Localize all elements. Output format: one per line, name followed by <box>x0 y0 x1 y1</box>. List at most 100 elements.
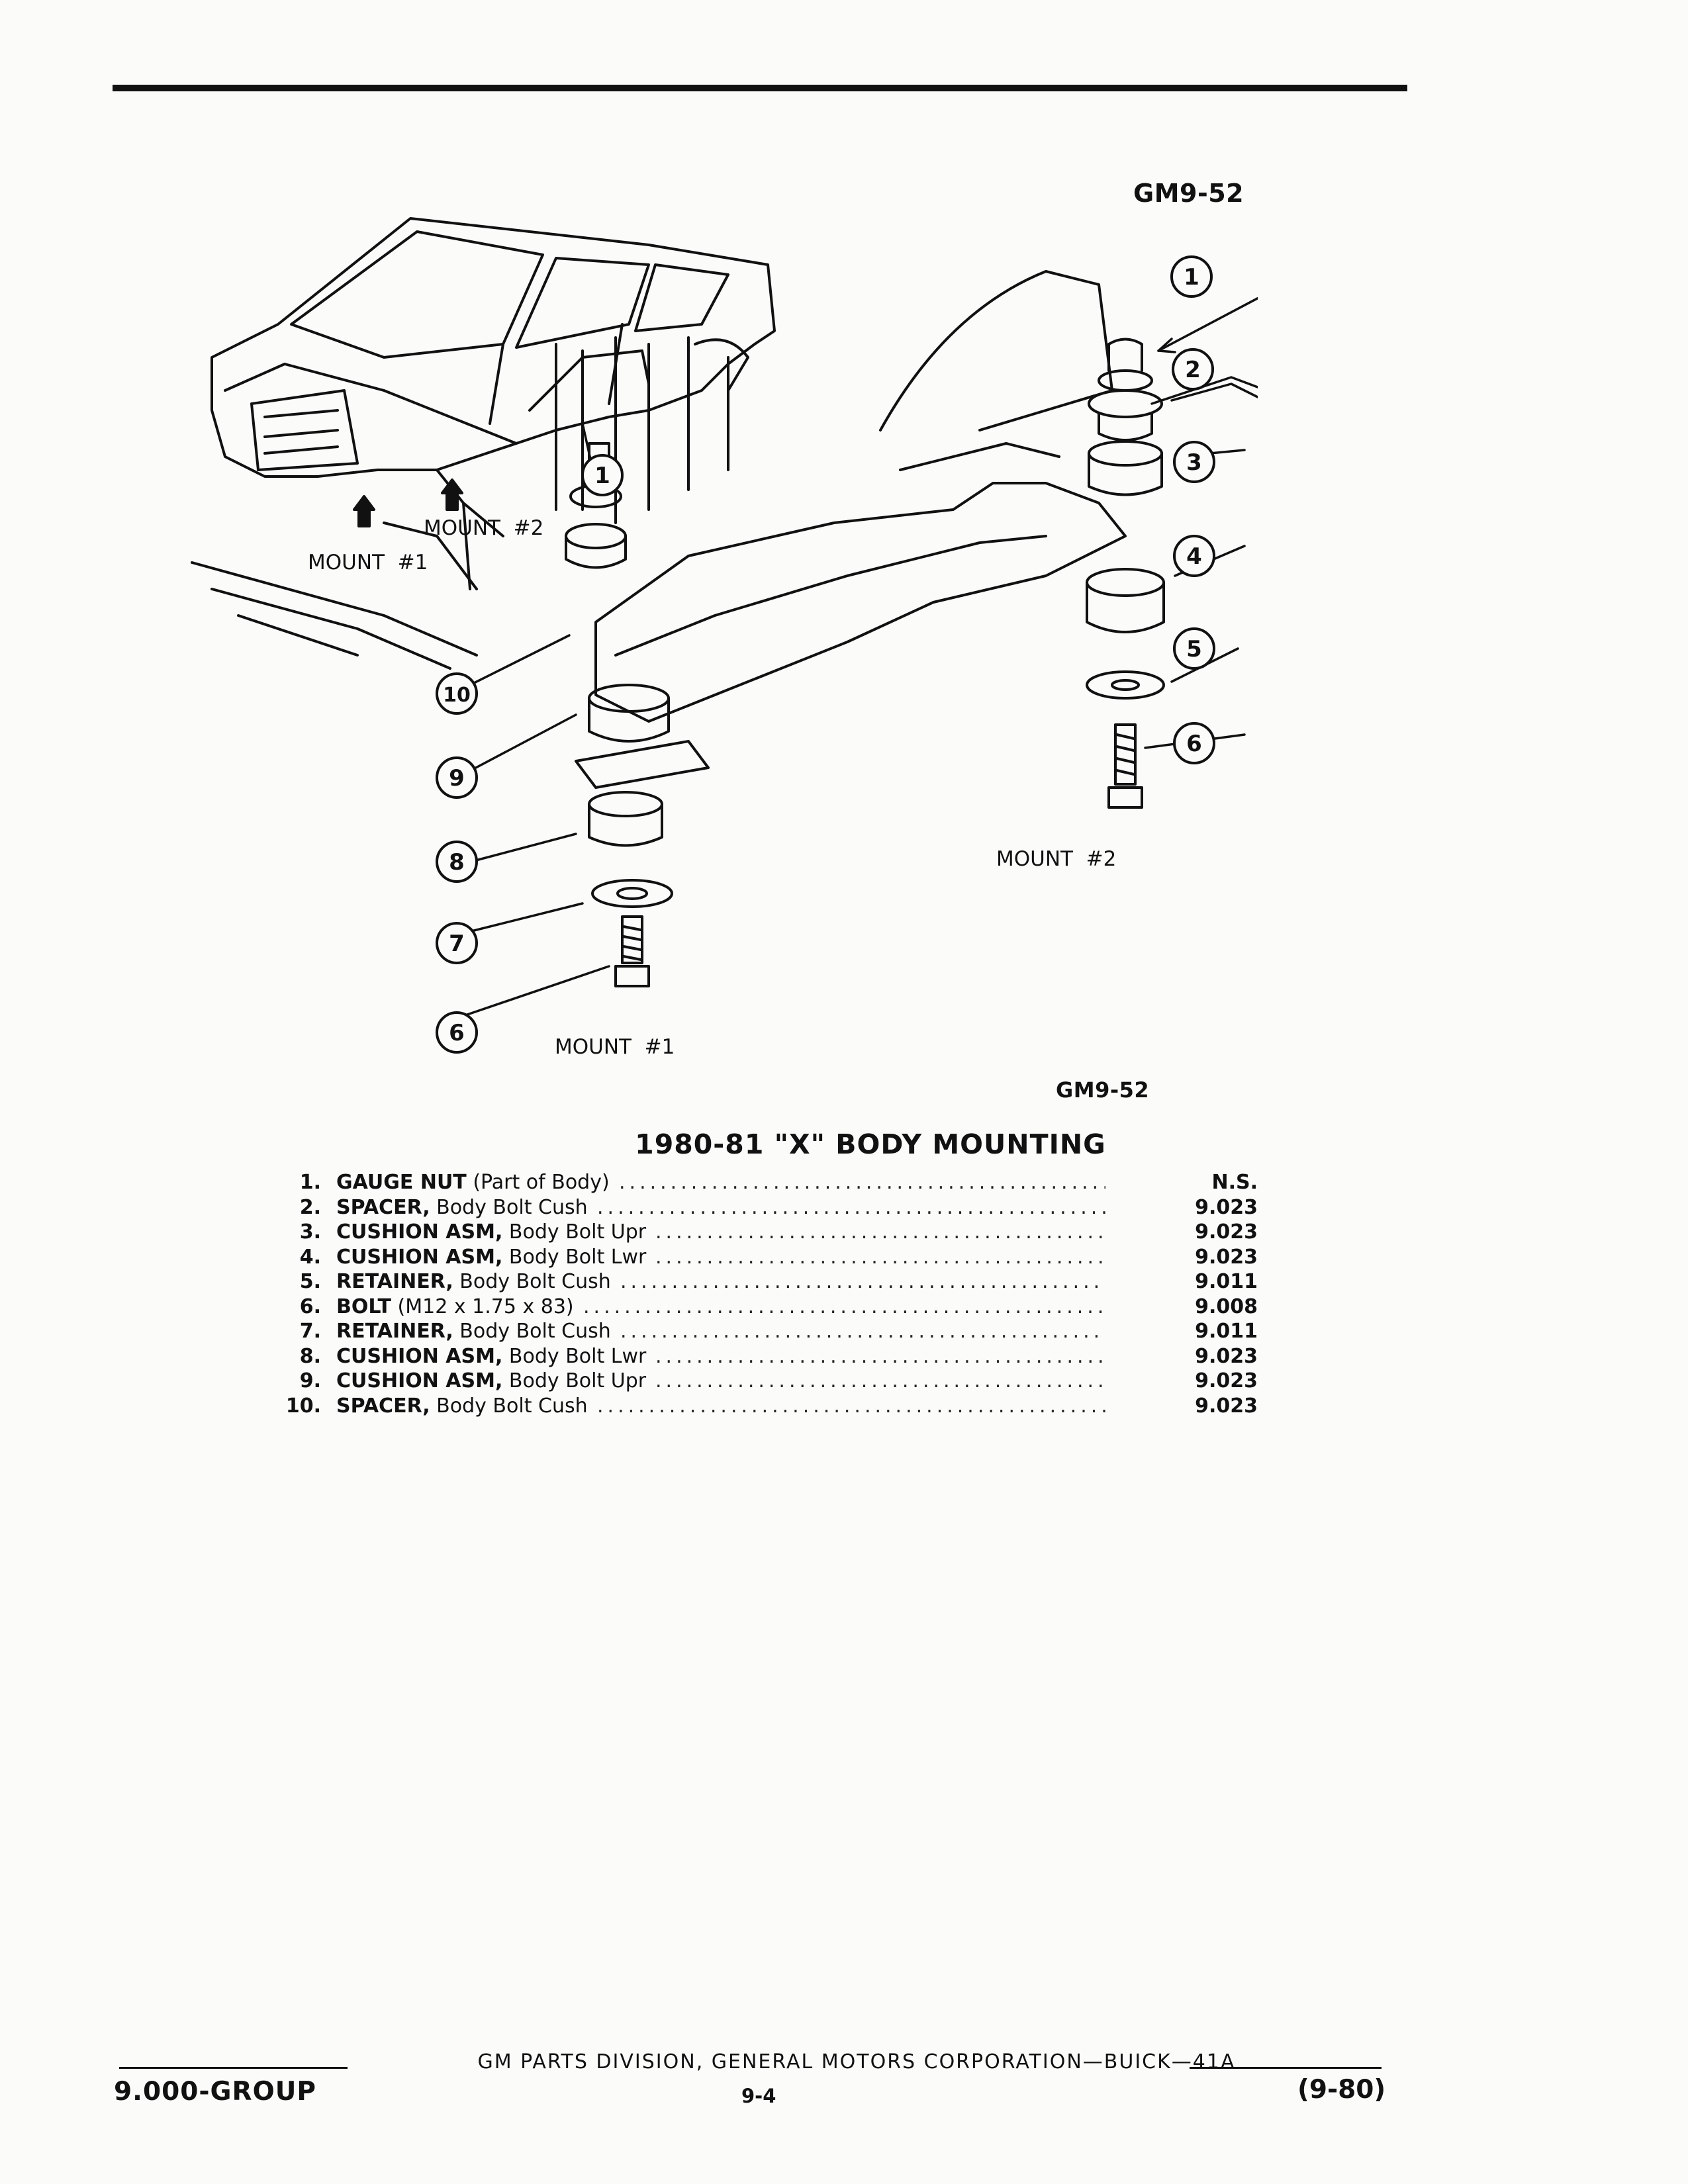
callout-left-8: 8 <box>449 849 465 876</box>
parts-list-row: 1. GAUGE NUT (Part of Body)..............… <box>278 1170 1258 1195</box>
upper-cushion-left <box>588 697 670 743</box>
leader-dots: ........................................… <box>619 1171 1105 1194</box>
parts-list-row: 7. RETAINER, Body Bolt Cush..............… <box>278 1319 1258 1344</box>
mount-1-arrow-icon <box>353 495 375 527</box>
part-name: CUSHION ASM, <box>336 1220 503 1244</box>
footer-rule-right <box>1190 2067 1382 2069</box>
footer-date: (9-80) <box>1297 2075 1386 2105</box>
part-description: RETAINER, Body Bolt Cush <box>336 1319 611 1344</box>
callouts-right <box>1170 255 1215 764</box>
part-description: RETAINER, Body Bolt Cush <box>336 1269 611 1295</box>
mount-label-top-1: MOUNT #1 <box>308 551 428 574</box>
frame-illustration <box>191 270 1127 723</box>
part-number: 9. <box>299 1369 321 1392</box>
gauge-nut-right <box>1107 338 1143 372</box>
footer-publisher: GM PARTS DIVISION, GENERAL MOTORS CORPOR… <box>477 2050 1236 2073</box>
mount-1-stack <box>565 442 710 987</box>
part-detail: Body Bolt Lwr <box>502 1245 647 1269</box>
parts-list-row: 5. RETAINER, Body Bolt Cush..............… <box>278 1269 1258 1295</box>
car-body-illustration <box>211 217 776 478</box>
part-group-ref: 9.011 <box>1195 1320 1258 1343</box>
part-group-ref: 9.008 <box>1195 1295 1258 1318</box>
callout-right-2: 2 <box>1185 357 1201 383</box>
mount-label-bottom-1: MOUNT #1 <box>555 1035 675 1059</box>
mount-2-arrow-icon <box>441 478 463 511</box>
part-name: BOLT <box>336 1295 391 1318</box>
callout-right-1: 1 <box>1184 264 1199 291</box>
frame-bracket-left <box>575 740 710 789</box>
part-name: GAUGE NUT <box>336 1171 467 1194</box>
parts-list-row: 6. BOLT (M12 x 1.75 x 83)................… <box>278 1295 1258 1320</box>
part-group-ref: 9.023 <box>1195 1195 1258 1219</box>
parts-list-row: 2.SPACER, Body Bolt Cush................… <box>278 1195 1258 1220</box>
callout-left-6: 6 <box>449 1020 465 1046</box>
parts-list-row: 3. CUSHION ASM, Body Bolt Upr............… <box>278 1220 1258 1245</box>
page-title: 1980-81 "X" BODY MOUNTING <box>635 1128 1106 1160</box>
callout-left-10: 10 <box>443 684 471 707</box>
figure-id-caption: GM9-52 <box>1056 1077 1150 1103</box>
top-rule <box>113 85 1407 91</box>
part-number: 3. <box>299 1220 321 1244</box>
part-number: 5. <box>299 1270 321 1293</box>
leader-dots: ........................................… <box>597 1394 1105 1418</box>
part-description: CUSHION ASM, Body Bolt Upr <box>336 1220 646 1245</box>
leader-dots: ........................................… <box>597 1195 1105 1219</box>
footer-rule-left <box>119 2067 348 2069</box>
part-detail: (Part of Body) <box>466 1171 610 1194</box>
part-name: SPACER, <box>336 1195 430 1219</box>
part-group-ref: 9.023 <box>1195 1369 1258 1392</box>
part-detail: Body Bolt Cush <box>453 1270 611 1293</box>
part-number: 7. <box>299 1320 321 1343</box>
part-description: BOLT (M12 x 1.75 x 83) <box>336 1295 574 1320</box>
bolt-left <box>614 915 650 987</box>
leader-dots: ........................................… <box>655 1220 1105 1244</box>
part-number: 6. <box>299 1295 321 1318</box>
callout-right-6: 6 <box>1186 731 1202 757</box>
part-detail: Body Bolt Upr <box>502 1369 647 1392</box>
part-description: CUSHION ASM, Body Bolt Lwr <box>336 1344 646 1369</box>
callout-right-3: 3 <box>1186 449 1202 476</box>
callout-right-5: 5 <box>1186 636 1202 662</box>
lower-cushion-right <box>1086 581 1165 633</box>
part-name: SPACER, <box>336 1394 430 1418</box>
part-group-ref: 9.023 <box>1195 1394 1258 1418</box>
mount-label-top-2: MOUNT #2 <box>424 516 543 540</box>
part-description: CUSHION ASM, Body Bolt Lwr <box>336 1245 646 1270</box>
part-number: 10. <box>285 1394 321 1418</box>
part-detail: Body Bolt Lwr <box>502 1344 647 1368</box>
part-number: 8. <box>299 1344 321 1368</box>
leaders-left <box>462 422 610 1017</box>
part-description: GAUGE NUT (Part of Body) <box>336 1170 610 1195</box>
part-group-ref: 9.011 <box>1195 1270 1258 1293</box>
leader-dots: ........................................… <box>620 1270 1105 1293</box>
bolt-right <box>1107 723 1143 809</box>
leader-dots: ........................................… <box>655 1344 1105 1368</box>
parts-list-row: 10. SPACER, Body Bolt Cush...............… <box>278 1394 1258 1419</box>
part-name: CUSHION ASM, <box>336 1369 503 1392</box>
part-description: SPACER, Body Bolt Cush <box>336 1195 588 1220</box>
figure-id: GM9-52 <box>1133 179 1244 208</box>
leader-dots: ........................................… <box>655 1245 1105 1269</box>
part-description: SPACER, Body Bolt Cush <box>336 1394 588 1419</box>
callout-left-9: 9 <box>449 765 465 792</box>
parts-list: 1. GAUGE NUT (Part of Body)..............… <box>278 1170 1258 1418</box>
parts-list-row: 4. CUSHION ASM, Body Bolt Lwr............… <box>278 1245 1258 1270</box>
mount-2-stack <box>1086 338 1165 809</box>
lower-cushion-left <box>588 803 663 847</box>
part-name: CUSHION ASM, <box>336 1245 503 1269</box>
footer-group: 9.000-GROUP <box>114 2077 316 2107</box>
part-number: 4. <box>299 1245 321 1269</box>
part-name: RETAINER, <box>336 1270 453 1293</box>
part-number: 1. <box>299 1171 321 1194</box>
part-group-ref: 9.023 <box>1195 1245 1258 1269</box>
callout-left-7: 7 <box>449 931 465 957</box>
leader-dots: ........................................… <box>583 1295 1105 1318</box>
leader-dots: ........................................… <box>655 1369 1105 1392</box>
footer-page-number: 9-4 <box>741 2085 776 2107</box>
part-group-ref: N.S. <box>1211 1171 1258 1194</box>
part-detail: Body Bolt Upr <box>502 1220 647 1244</box>
parts-list-row: 8. CUSHION ASM, Body Bolt Lwr............… <box>278 1344 1258 1369</box>
leader-dots: ........................................… <box>620 1320 1105 1343</box>
part-group-ref: 9.023 <box>1195 1220 1258 1244</box>
callout-right-4: 4 <box>1186 543 1202 570</box>
